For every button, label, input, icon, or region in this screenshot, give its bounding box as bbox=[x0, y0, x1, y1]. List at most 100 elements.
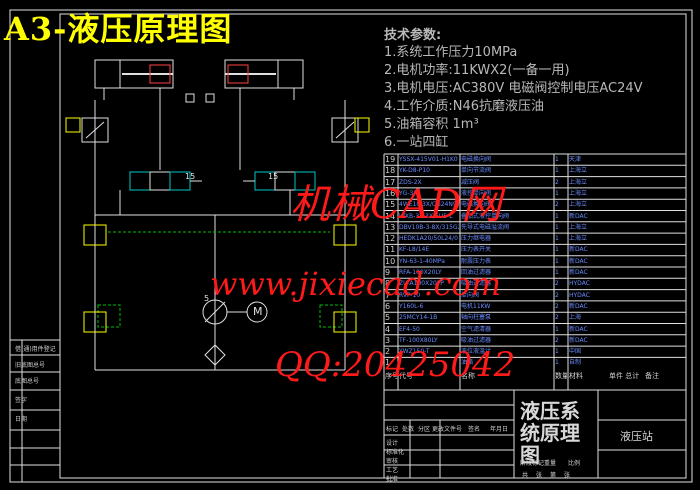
bom-cell-code: DBV10B-3-8X/315G24N9Z4 bbox=[399, 223, 459, 231]
bom-cell-qty: 1 bbox=[555, 189, 559, 197]
bom-cell-name: 液位液温计 bbox=[461, 348, 492, 356]
directional-valve-right bbox=[243, 171, 316, 191]
title-block-row-label: 更改文件号 bbox=[432, 426, 463, 433]
bom-cell-no: 18 bbox=[385, 166, 396, 176]
bom-cell-code: WXB-32-3X/5U5-L bbox=[399, 212, 453, 220]
title-block-stage-label: 比例 bbox=[568, 460, 581, 467]
bom-header-weight: 单件 总计 bbox=[609, 371, 640, 380]
bom-cell-note: 上海立 bbox=[569, 223, 588, 231]
bom-cell-name: 压力表开关 bbox=[461, 246, 492, 254]
cylinder-left bbox=[94, 59, 174, 110]
bom-cell-qty: 2 bbox=[555, 291, 559, 299]
bom-cell-qty: 2 bbox=[555, 178, 559, 186]
bom-cell-note: 新DAC bbox=[569, 269, 588, 276]
bom-cell-note: 上海 bbox=[569, 314, 582, 322]
bom-cell-note: 上海立 bbox=[569, 235, 588, 243]
bom-cell-name: 先导式电磁溢流阀 bbox=[461, 223, 510, 231]
title-block-sheet-label: 第 bbox=[550, 472, 557, 479]
relief-valves bbox=[65, 117, 370, 143]
bom-cell-qty: 1 bbox=[555, 348, 559, 356]
bom-cell-note: 上海立 bbox=[569, 167, 588, 175]
bom-cell-no: 4 bbox=[385, 324, 391, 334]
check-valves bbox=[83, 224, 357, 333]
pump-motor bbox=[202, 299, 268, 325]
motor-symbol: M bbox=[253, 305, 263, 318]
bom-cell-qty: 1 bbox=[555, 359, 559, 367]
bom-cell-qty: 2 bbox=[555, 314, 559, 322]
tech-param-line: 4.工作介质:N46抗磨液压油 bbox=[384, 99, 545, 114]
bom-cell-qty: 1 bbox=[555, 212, 559, 220]
outer-frame bbox=[9, 9, 693, 483]
bom-cell-code: ZU-A100X20FP bbox=[399, 280, 444, 288]
bom-header-mat: 材料 bbox=[569, 371, 583, 380]
bom-header-qty: 数量 bbox=[555, 371, 567, 380]
bom-cell-no: 14 bbox=[385, 211, 396, 221]
bom-cell-note: HYDAC bbox=[569, 280, 590, 288]
bom-cell-name: 压力继电器 bbox=[461, 235, 492, 243]
bom-cell-note: 新DAC bbox=[569, 257, 588, 265]
bom-cell-name: 液控单向阀 bbox=[461, 189, 492, 197]
bom-cell-code: HEDK1A20/50L24/0 bbox=[399, 235, 458, 243]
drawing-title: A3-液压原理图 bbox=[4, 10, 233, 48]
pipe-network bbox=[94, 100, 346, 371]
bom-cell-note: 新DAC bbox=[569, 336, 588, 344]
bom-cell-qty: 1 bbox=[555, 156, 559, 163]
bom-cell-no: 11 bbox=[385, 245, 396, 255]
title-block-sheet-label: 张 bbox=[536, 472, 543, 479]
bom-cell-code: YWZ150-T bbox=[399, 348, 430, 356]
bom-cell-code: RFA-100X20LY bbox=[399, 269, 442, 276]
bom-cell-qty: 1 bbox=[555, 167, 559, 175]
bom-cell-no: 13 bbox=[385, 222, 396, 232]
bom-cell-name: 空气滤清器 bbox=[461, 325, 492, 333]
title-block bbox=[383, 389, 687, 479]
title-block-row-label: 处数 bbox=[402, 426, 415, 433]
bom-cell-code: YSSX-415V01-H1K0 bbox=[399, 156, 458, 163]
watermark-qq: QQ:20425042 bbox=[275, 345, 516, 385]
bom-cell-qty: 1 bbox=[555, 325, 559, 333]
side-strip-label: 日期 bbox=[15, 416, 28, 423]
bom-cell-no: 6 bbox=[385, 301, 391, 311]
bom-cell-no: 8 bbox=[385, 279, 391, 289]
valve-label-right: 15 bbox=[268, 172, 279, 181]
title-block-design-label: 设计 bbox=[386, 440, 399, 447]
bom-cell-name: 油箱 bbox=[461, 359, 474, 367]
bom-cell-name: 单向节流阀 bbox=[461, 167, 492, 175]
watermark-site-name: 机械CAD网 bbox=[290, 182, 502, 228]
bom-cell-note: 上海立 bbox=[569, 178, 588, 186]
cylinder-right bbox=[224, 59, 304, 110]
title-block-design-label: 工艺 bbox=[386, 467, 399, 474]
bom-cell-name: 电磁换向阀 bbox=[461, 201, 492, 209]
bom-cell-name: 吸油过滤器 bbox=[461, 280, 492, 288]
bom-cell-code: YK-D8-P10 bbox=[399, 167, 430, 175]
tech-params-heading: 技术参数: bbox=[384, 28, 442, 43]
bom-cell-no: 16 bbox=[385, 188, 396, 198]
bom-header-note: 备注 bbox=[645, 371, 659, 380]
title-block-design-label: 标准化 bbox=[386, 449, 405, 456]
drawing-name: 液压系统原理图 bbox=[520, 399, 580, 467]
bom-header-no: 序号 bbox=[385, 371, 397, 380]
bom-cell-note: 新DAC bbox=[569, 246, 588, 254]
bom-cell-qty: 1 bbox=[555, 269, 559, 276]
bom-cell-note: 上海立 bbox=[569, 201, 588, 209]
bom-grid bbox=[383, 153, 687, 390]
side-strip-label: 底图总号 bbox=[15, 378, 40, 385]
bom-cell-name: 轴向柱塞泵 bbox=[461, 314, 492, 322]
bom-cell-code: TF-100X80LY bbox=[399, 336, 438, 344]
title-block-row-label: 分区 bbox=[418, 426, 431, 433]
bom-header-name: 名称 bbox=[461, 371, 475, 380]
filter bbox=[204, 344, 226, 366]
title-block-design-label: 批准 bbox=[386, 476, 399, 483]
bom-cell-name: 减压阀 bbox=[461, 178, 480, 186]
bom-cell-qty: 2 bbox=[555, 201, 559, 209]
bom-cell-name: 吸油过滤器 bbox=[461, 336, 492, 344]
bom-cell-no: 19 bbox=[385, 155, 396, 164]
bom-cell-code: ZDS-2X bbox=[399, 178, 422, 186]
bom-cell-note: 天津 bbox=[569, 156, 582, 163]
bom-cell-no: 12 bbox=[385, 234, 396, 244]
bom-cell-note: 上海立 bbox=[569, 189, 588, 197]
tech-param-line: 2.电机功率:11KWX2(一备一用) bbox=[384, 63, 570, 78]
tech-param-line: 1.系统工作压力10MPa bbox=[384, 45, 518, 60]
bom-cell-note: 新DAC bbox=[569, 325, 588, 333]
bom-cell-code: YG-3X bbox=[399, 189, 418, 197]
